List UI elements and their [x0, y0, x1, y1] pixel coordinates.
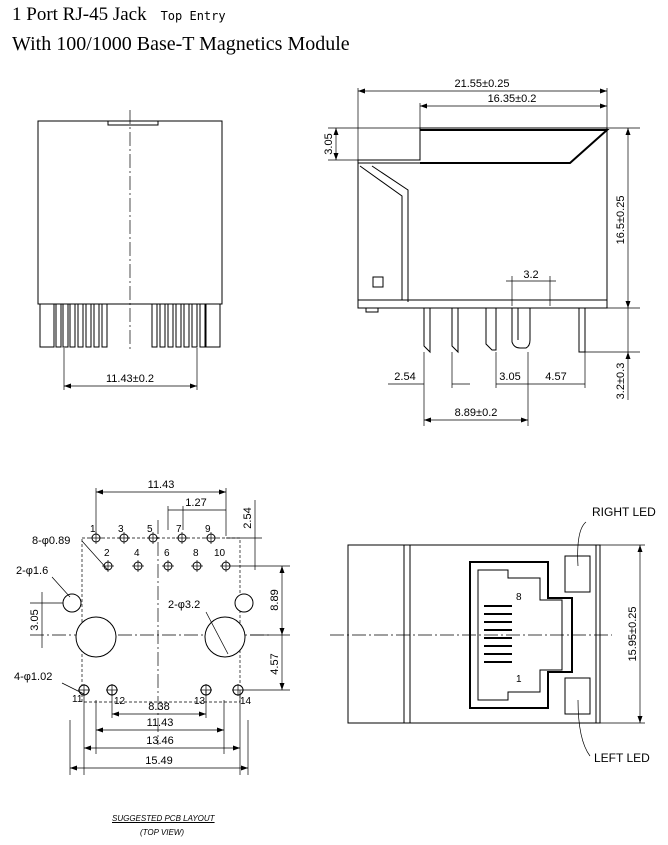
pin-label: 5: [147, 524, 153, 535]
pcb-caption-sub: (TOP VIEW): [140, 828, 184, 837]
pcb-width-top-dim: 11.43: [148, 479, 175, 491]
right-led-label: RIGHT LED: [592, 505, 656, 519]
mount-hole-large: [75, 616, 117, 658]
overall-length-dim: 21.55±0.25: [455, 78, 510, 90]
body-height-dim: 16.5±0.25: [615, 196, 627, 245]
pin-span-dim: 8.89±0.2: [455, 407, 498, 419]
pcb-caption: SUGGESTED PCB LAYOUT: [112, 814, 215, 823]
pcb-pitch-dim: 1.27: [185, 497, 206, 509]
pcb-dim-838: 8.38: [148, 701, 169, 713]
pcb-vert-dim2: 3.05: [29, 609, 41, 630]
mount-large-label: 2-φ3.2: [168, 599, 200, 611]
left-led: [564, 677, 591, 715]
pcb-dim-1143: 11.43: [147, 717, 174, 729]
pin-label: 13: [194, 696, 206, 707]
side-pins: [423, 307, 586, 354]
top-length-dim: 16.35±0.2: [488, 93, 537, 105]
contact-8-label: 8: [516, 592, 522, 603]
pin-label: 12: [114, 696, 126, 707]
pin-label: 11: [72, 694, 83, 705]
right-led: [564, 555, 591, 593]
pcb-dim-1549: 15.49: [145, 755, 173, 767]
pin-label: 1: [90, 524, 96, 535]
mount-hole-small: [62, 593, 82, 613]
pcb-vert-dim3: 4.57: [269, 653, 281, 674]
jack-opening: [469, 561, 573, 709]
pcb-layout: 11.43 1.27 2.54 8.89 4.57 3.05 123456789…: [14, 479, 290, 775]
pin-pitch-dim: 3.2: [523, 269, 538, 281]
side-top-cover: [420, 129, 610, 164]
side-led-window: [372, 276, 384, 288]
pin-label: 8: [193, 548, 199, 559]
title-entry: Top Entry: [160, 9, 226, 23]
mount-hole-small: [234, 593, 254, 613]
pin-offset-dim: 2.54: [394, 371, 415, 383]
front-width-dim: 11.43±0.2: [106, 373, 154, 385]
mount-small-label: 2-φ1.6: [16, 565, 48, 577]
pcb-dim-1346: 13.46: [146, 735, 174, 747]
port-height-dim: 15.95±0.25: [627, 607, 639, 662]
top-step-dim: 3.05: [323, 133, 335, 154]
front-view: 11.43±0.2: [37, 110, 223, 390]
pin-rear-dim: 4.57: [545, 371, 566, 383]
side-view: 21.55±0.25 16.35±0.2 3.05 16.5±0.25 3.2±…: [323, 78, 640, 426]
contact-1-label: 1: [516, 674, 522, 685]
led-holes-label: 4-φ1.02: [14, 671, 52, 683]
front-pins: [39, 303, 221, 348]
pin-label: 6: [164, 548, 170, 559]
front-latch: [107, 120, 159, 126]
pin-length-dim: 3.2±0.3: [615, 363, 627, 400]
pin-label: 2: [104, 548, 110, 559]
pcb-vert-dim1: 8.89: [269, 589, 281, 610]
port-view: 8 1 RIGHT LED LEFT LED 15.95±0.25: [330, 505, 656, 765]
title-line2: With 100/1000 Base-T Magnetics Module: [12, 33, 350, 55]
pin-label: 7: [176, 524, 182, 535]
pin-label: 9: [205, 524, 211, 535]
pin-label: 4: [134, 548, 140, 559]
mount-hole-large: [204, 616, 246, 658]
left-led-label: LEFT LED: [594, 751, 650, 765]
side-body: [357, 127, 608, 309]
pin-gap-dim: 3.05: [499, 371, 520, 383]
pin-label: 14: [240, 696, 252, 707]
pin-holes-label: 8-φ0.89: [32, 535, 70, 547]
pin-label: 10: [214, 548, 226, 559]
pin-label: 3: [118, 524, 124, 535]
pcb-row-offset-dim: 2.54: [242, 507, 254, 528]
jack-contacts: [484, 605, 512, 663]
